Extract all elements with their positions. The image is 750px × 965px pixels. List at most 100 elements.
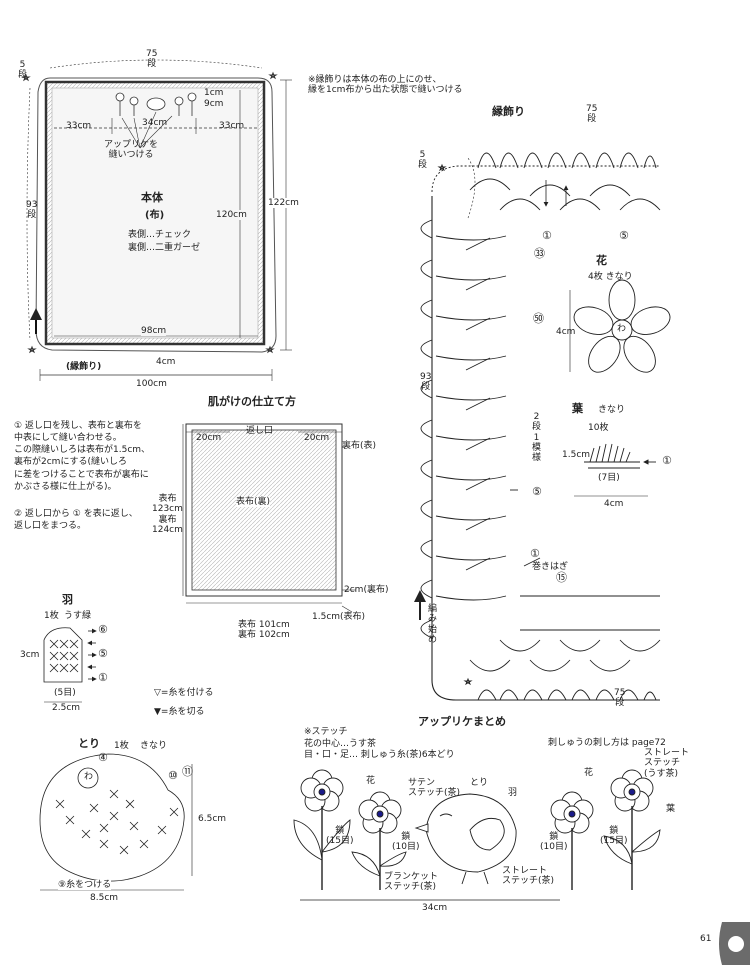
flower-note: 4枚 きなり: [588, 272, 633, 282]
edging-pattern-label: 2 段 1 模 様: [532, 412, 542, 464]
edging-start-label: 編 み 始 め: [428, 604, 438, 646]
edging-rows-top: 75 段: [586, 104, 598, 125]
top-note: ※縁飾りは本体の布の上にのせ、 縁を1cm布から出た状態で縫いつける: [308, 75, 463, 96]
edging-rows-side: 93 段: [420, 372, 432, 393]
applique-satin: サテン ステッチ(茶): [408, 778, 461, 799]
panel-subtitle: (布): [145, 210, 165, 221]
edging-border: [414, 152, 661, 701]
applique-r-chain15: 鎖 (15目): [600, 826, 628, 847]
applique-bird: とり: [470, 778, 489, 788]
applique-dim-34: 34cm: [422, 903, 448, 913]
page-tab: [719, 922, 750, 965]
face-back: 裏側…二重ガーゼ: [128, 243, 201, 253]
edging-rows-bottom: 75 段: [614, 688, 626, 709]
edging-mark-90: ㊿: [533, 312, 544, 325]
edge-label: (縁飾り): [66, 362, 102, 372]
finish-title: 肌がけの仕立て方: [208, 395, 296, 408]
bird-title: とり: [78, 737, 100, 750]
leaf-motif: [574, 443, 656, 497]
finish-side-dims: 表布 123cm 裏布 124cm: [152, 494, 183, 536]
legend-attach: ▽=糸を付ける: [154, 688, 214, 698]
wing-mark-1: ①: [98, 671, 108, 684]
face-front: 表側…チェック: [128, 230, 192, 240]
rows-side: 93 段: [26, 200, 38, 221]
bird-dim-85: 8.5cm: [90, 893, 119, 903]
bird-attach-9: ⑨糸をつける: [58, 880, 112, 891]
applique-r-chain10: 鎖 (10目): [540, 832, 568, 853]
blanket-panel: [21, 59, 292, 381]
step-1: ① 返し口を残し、表布と裏布を 中表にして縫い合わせる。 この際縫いしろは表布が…: [14, 421, 151, 492]
wing-dim-25: 2.5cm: [52, 703, 81, 713]
applique-label: アップリケを 縫いつける: [104, 140, 159, 161]
edging-title: 縁飾り: [492, 105, 525, 118]
wing-mark-6: ⑥: [98, 623, 108, 636]
applique-r-straight: ストレート ステッチ (うす茶): [644, 748, 690, 779]
dim-4: 4cm: [156, 357, 176, 367]
applique-straight: ストレート ステッチ(茶): [502, 866, 555, 887]
edging-whip-label: 巻きはぎ: [532, 562, 569, 572]
dim-1cm: 1cm: [204, 88, 224, 98]
wing-title: 羽: [62, 593, 73, 606]
flower-center: わ: [617, 324, 627, 334]
step-2: ② 返し口から ① を表に返し、 返し口をまつる。: [14, 509, 138, 532]
dim-top-left: 33cm: [66, 121, 92, 131]
applique-title: アップリケまとめ: [418, 715, 506, 728]
applique-ref: 刺しゅうの刺し方は page72: [548, 738, 666, 748]
leaf-count: 10枚: [588, 423, 609, 433]
finish-dim-20-left: 20cm: [196, 433, 222, 443]
applique-drawing: [293, 769, 661, 901]
leaf-color: きなり: [598, 405, 626, 415]
edging-rows-corner: 5 段: [418, 150, 428, 171]
flower-title: 花: [596, 254, 607, 267]
bird-center: わ: [84, 772, 94, 782]
applique-wing: 羽: [508, 788, 518, 798]
flower-motif: [569, 279, 671, 373]
dim-98: 98cm: [141, 326, 167, 337]
applique-chain15: 鎖 (15目): [326, 826, 354, 847]
applique-r-leaf: 葉: [666, 804, 676, 814]
edging-mark-1b: ①: [530, 547, 540, 560]
applique-chain10: 鎖 (10目): [392, 832, 420, 853]
edging-mark-5b: ⑤: [532, 485, 542, 498]
applique-notes: ※ステッチ 花の中心…うす茶 目・口・足… 刺しゅう糸(茶)6本どり: [304, 727, 455, 761]
finish-dim-15cm: 1.5cm(表布): [312, 612, 366, 622]
wing-color: うす緑: [64, 611, 92, 621]
leaf-dim-15: 1.5cm: [562, 450, 591, 460]
finish-opening: 返し口: [246, 426, 274, 436]
applique-flower: 花: [366, 776, 376, 786]
bird-mark-10: ⑩: [168, 769, 178, 782]
dim-100: 100cm: [136, 379, 167, 389]
finish-dim-2cm: 2cm(裏布): [344, 585, 389, 595]
finishing-diagram: [182, 423, 356, 613]
dim-9cm: 9cm: [204, 99, 224, 109]
flower-dim: 4cm: [556, 327, 576, 337]
dim-top-right: 33cm: [219, 121, 245, 131]
bird-count: 1枚: [114, 741, 129, 751]
wing-chain: (5目): [54, 688, 76, 698]
finish-back-face: 裏布(表): [342, 441, 377, 451]
bird-mark-4: ④: [98, 751, 108, 764]
applique-r-flower: 花: [584, 768, 594, 778]
bird-mark-11: ⑪: [182, 765, 193, 778]
wing-mark-5: ⑤: [98, 647, 108, 660]
edging-mark-1: ①: [542, 229, 552, 242]
leaf-chain: (7目): [598, 473, 620, 483]
panel-title: 本体: [141, 191, 163, 204]
leaf-mark-1: ①: [662, 454, 672, 467]
edging-mark-33: ㉝: [534, 247, 545, 260]
rows-corner: 5 段: [18, 60, 28, 81]
page-number: 61: [700, 934, 712, 944]
leaf-dim-4: 4cm: [604, 499, 624, 509]
dim-122: 122cm: [268, 198, 299, 209]
finish-dim-20-right: 20cm: [304, 433, 330, 443]
wing-motif: [43, 627, 97, 703]
legend-cut: ▼=糸を切る: [154, 707, 205, 717]
finish-front-back: 表布(裏): [236, 497, 271, 508]
bird-dim-65: 6.5cm: [198, 814, 227, 824]
dim-top-mid: 34cm: [142, 118, 168, 128]
wing-count: 1枚: [44, 611, 59, 621]
wing-dim-3: 3cm: [20, 650, 40, 660]
rows-top: 75 段: [146, 49, 158, 70]
leaf-title: 葉: [572, 402, 583, 415]
